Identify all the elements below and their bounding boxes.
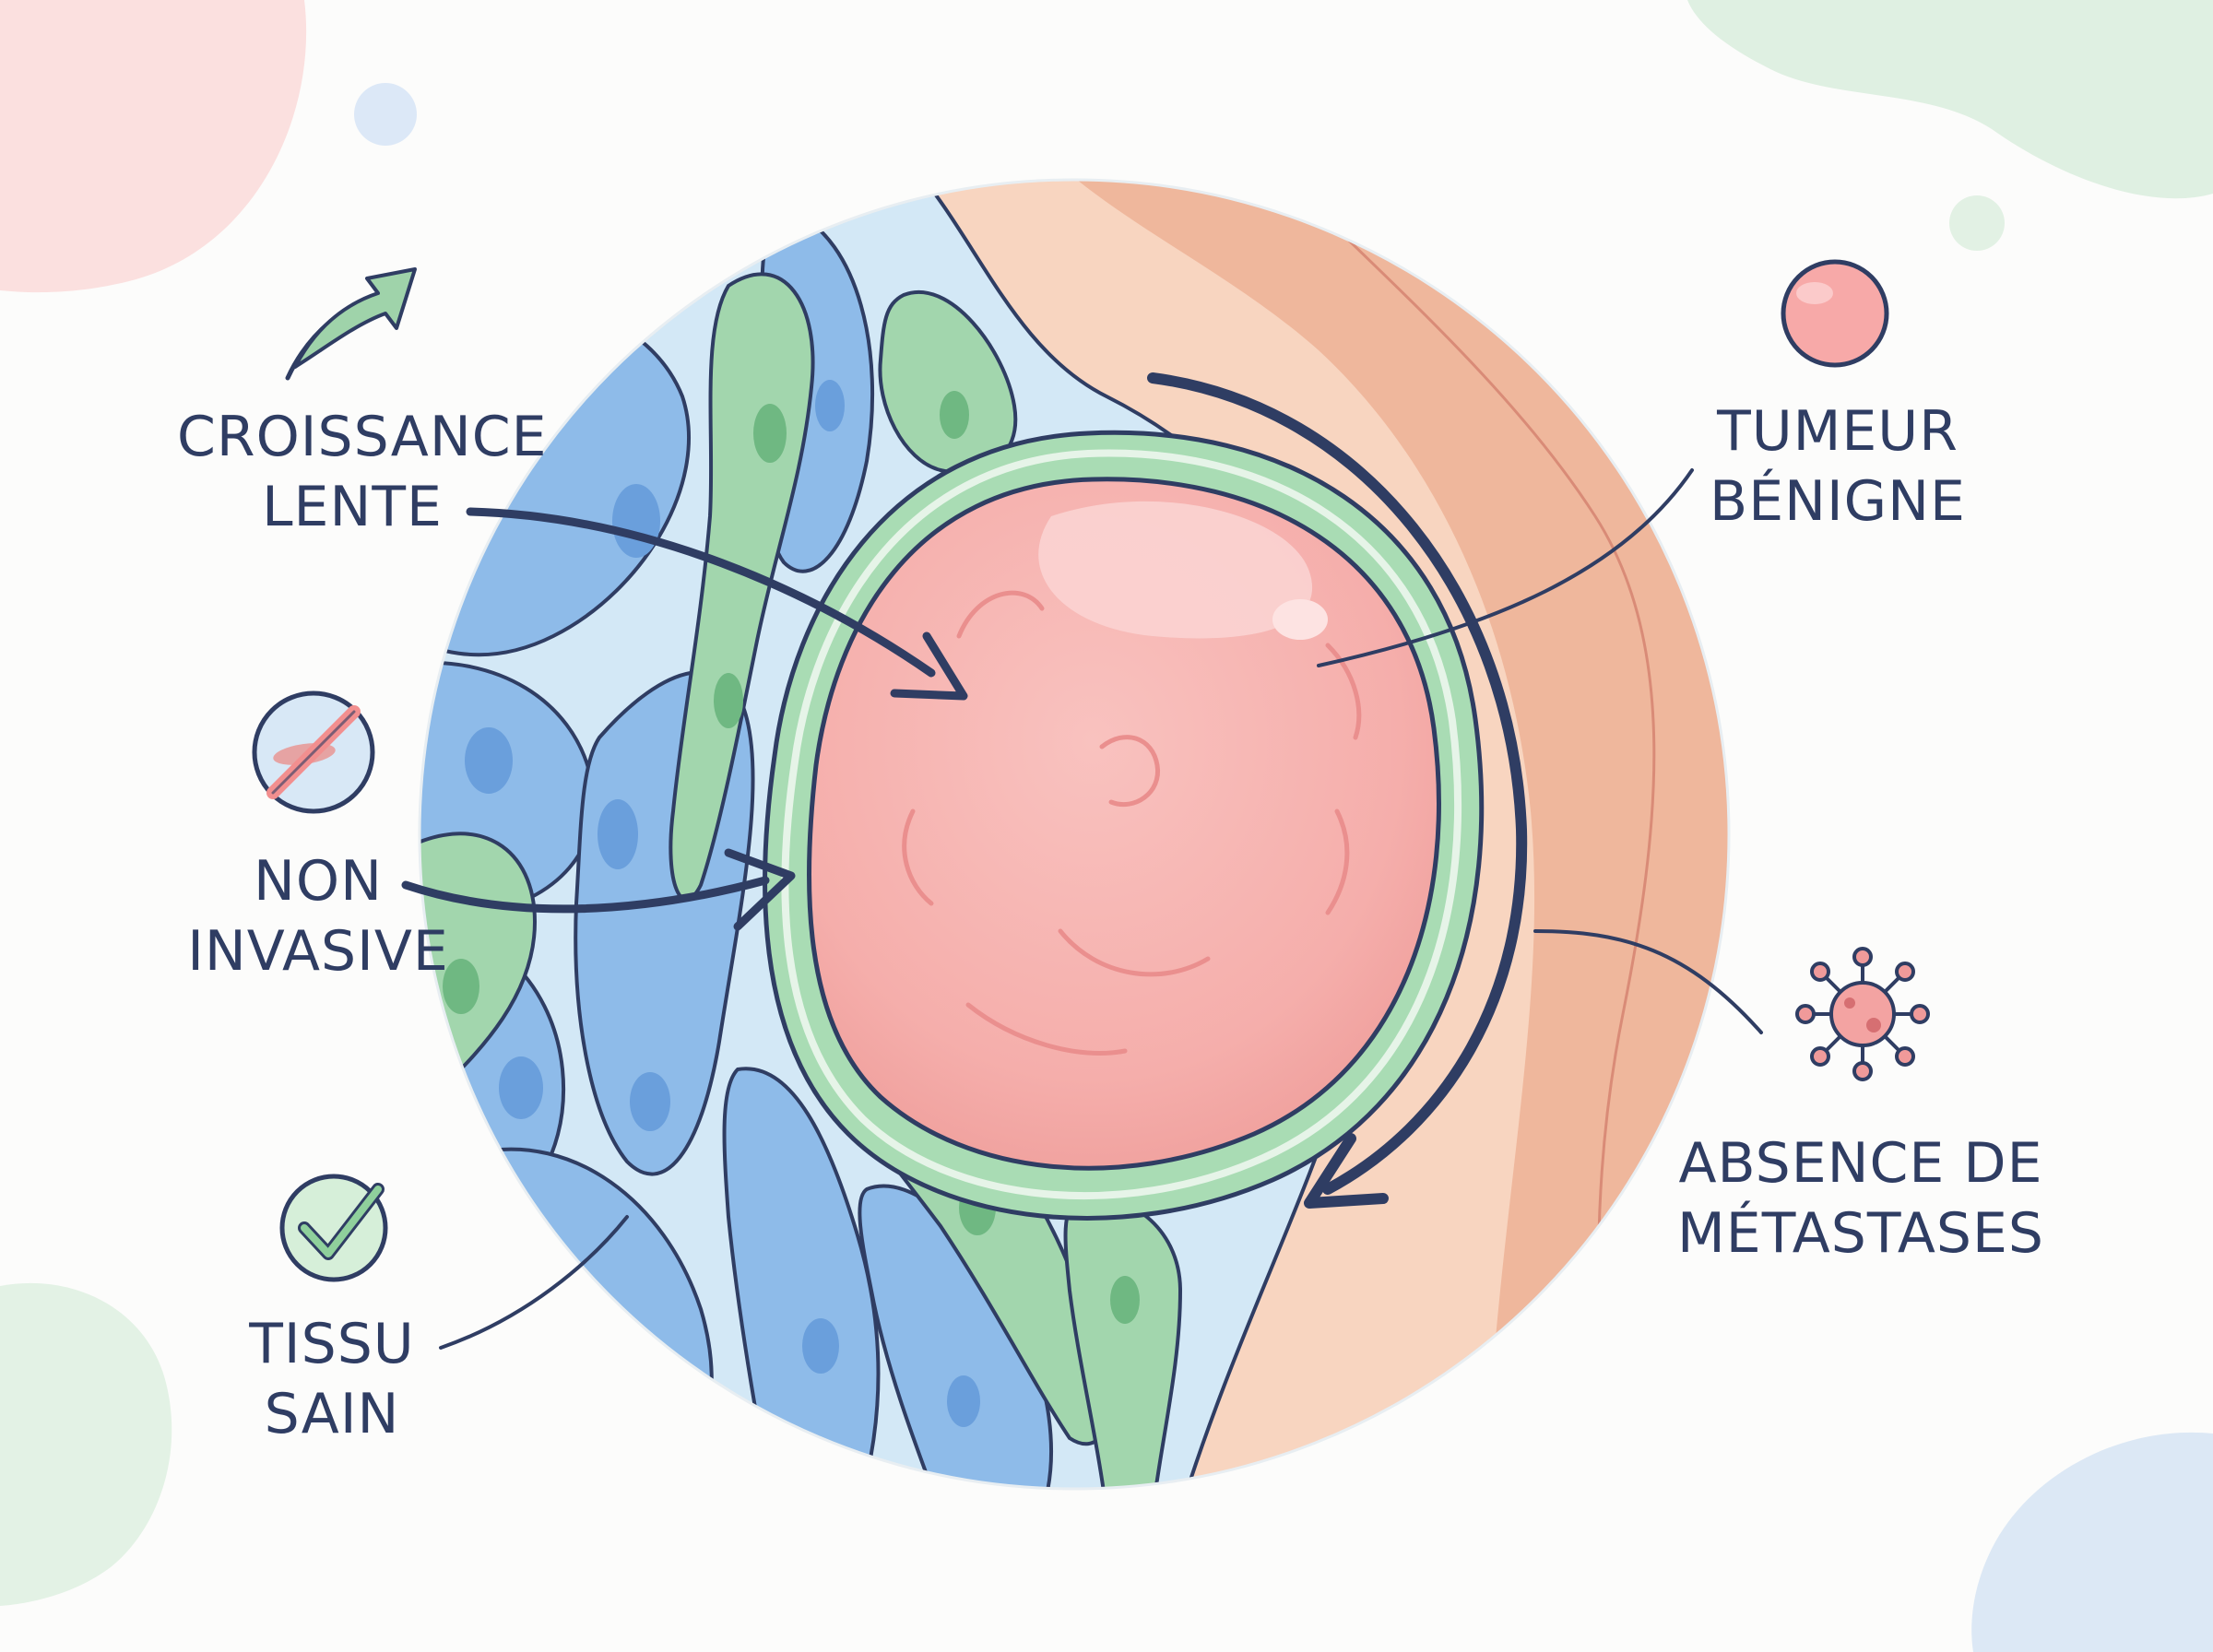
label-line: TUMEUR: [1717, 399, 1959, 464]
label-absence-metastases: ABSENCE DE MÉTASTASES: [1667, 1128, 2054, 1268]
label-line: INVASIVE: [187, 919, 449, 984]
check-circle-icon: [279, 1174, 388, 1282]
label-line: NON: [254, 849, 383, 914]
label-non-invasive: NON INVASIVE: [184, 846, 452, 986]
outer-tissue-salmon: [1060, 180, 1729, 1489]
label-line: MÉTASTASES: [1677, 1201, 2044, 1266]
label-tumeur-benigne: TUMEUR BÉNIGNE: [1695, 396, 1981, 537]
arrow-curved-boundary: [1147, 372, 1528, 1195]
cell-circle-icon: [1781, 259, 1889, 368]
tissue-circle: [420, 180, 1729, 1489]
arrow-non-invasive: [401, 876, 770, 914]
label-line: TISSU: [249, 1312, 415, 1376]
label-line: CROISSANCE: [177, 405, 548, 469]
label-line: ABSENCE DE: [1678, 1131, 2043, 1196]
label-line: LENTE: [262, 475, 443, 539]
label-line: BÉNIGNE: [1710, 469, 1966, 534]
arrows: [401, 372, 1528, 1209]
no-entry-icon: [252, 690, 375, 814]
tumor-body: [806, 477, 1441, 1171]
growth-arrow-icon: [285, 267, 417, 381]
label-tissu-sain: TISSU SAIN: [221, 1309, 443, 1449]
leader-lines: [439, 468, 1763, 1350]
label-croissance-lente: CROISSANCE LENTE: [177, 402, 548, 542]
virus-icon: [1795, 947, 1930, 1081]
arrow-croissance: [466, 507, 936, 678]
label-line: SAIN: [264, 1382, 400, 1446]
